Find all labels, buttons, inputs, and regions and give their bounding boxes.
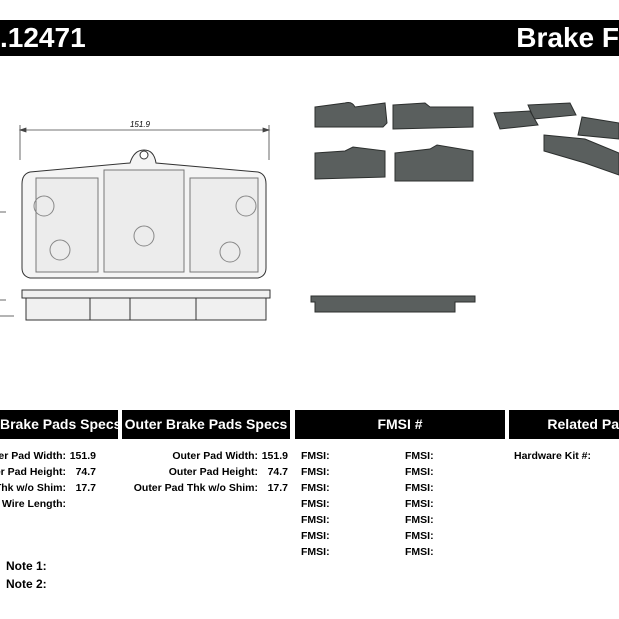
fmsi-label: FMSI: [405,546,434,558]
part-number: .12471 [0,22,86,53]
fmsi-label: FMSI: [405,514,434,526]
fmsi-label: FMSI: [301,498,330,510]
fmsi-label: FMSI: [301,450,330,462]
pad-side-view [21,289,271,321]
inner-spec-row: er Pad Height:74.7 [0,466,96,478]
fmsi-label: FMSI: [301,482,330,494]
fmsi-label: FMSI: [301,466,330,478]
hardware-kit-label: Hardware Kit #: [514,450,592,462]
inner-specs-header: Brake Pads Specs [0,410,118,439]
inner-spec-row: Thk w/o Shim:17.7 [0,482,96,494]
fmsi-label: FMSI: [301,514,330,526]
inner-specs-list: er Pad Width:151.9 er Pad Height:74.7 Th… [0,448,96,512]
fmsi-label: FMSI: [405,498,434,510]
fmsi-label: FMSI: [405,482,434,494]
related-parts-header: Related Pa [509,410,619,439]
fmsi-left-column: FMSI: FMSI: FMSI: FMSI: FMSI: FMSI: FMSI… [301,448,330,560]
fmsi-label: FMSI: [405,466,434,478]
pad-technical-drawing: 151.9 [0,120,271,321]
title-bar [0,20,619,56]
outer-spec-row: Outer Pad Height:74.7 [168,466,288,478]
fmsi-label: FMSI: [301,546,330,558]
notes-section: Note 1: Note 2: [6,557,47,593]
note-2: Note 2: [6,577,47,591]
outer-spec-row: Outer Pad Width:151.9 [172,450,288,462]
width-dimension-label: 151.9 [130,120,151,129]
outer-spec-row: Outer Pad Thk w/o Shim:17.7 [133,482,288,494]
fmsi-label: FMSI: [405,450,434,462]
page-title: Brake F [516,22,619,53]
inner-spec-row: r Wire Length: [0,498,66,510]
width-dimension [18,125,271,160]
inner-spec-row: er Pad Width:151.9 [0,450,96,462]
fmsi-right-column: FMSI: FMSI: FMSI: FMSI: FMSI: FMSI: FMSI… [405,448,434,560]
fmsi-header: FMSI # [295,410,505,439]
pad-set-photo [314,102,474,182]
fmsi-label: FMSI: [405,530,434,542]
outer-specs-list: Outer Pad Width:151.9 Outer Pad Height:7… [120,448,288,496]
height-dimension [0,211,14,317]
related-parts-list: Hardware Kit #: [514,448,591,464]
pad-set-angled-photo [493,102,619,176]
note-1: Note 1: [6,559,47,573]
fmsi-label: FMSI: [301,530,330,542]
pad-side-photo [310,295,476,313]
outer-specs-header: Outer Brake Pads Specs [122,410,290,439]
pad-front-view [21,149,267,279]
